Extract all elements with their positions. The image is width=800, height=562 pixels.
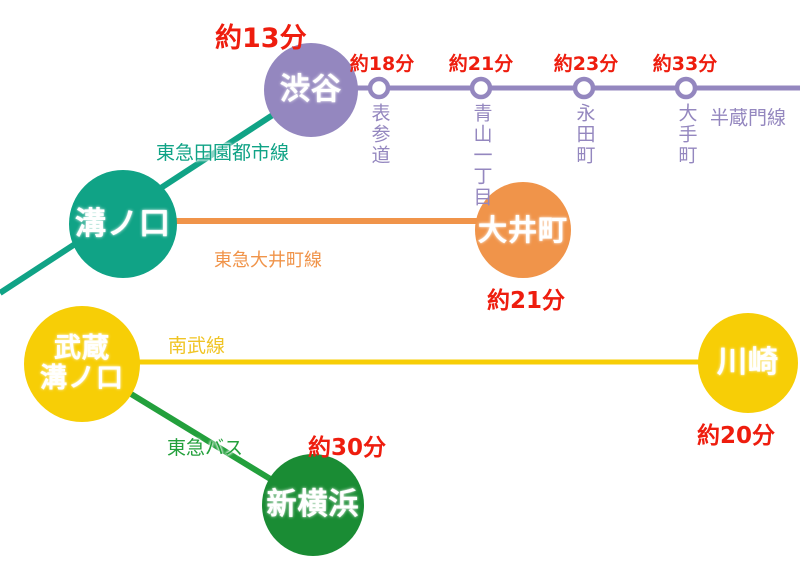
line-label-hanzomon: 半蔵門線 — [710, 107, 787, 129]
time-omotesando: 約18分 — [349, 53, 415, 75]
stop-name-nagatacho: 永田町 — [573, 103, 596, 166]
station-label-shin-yokohama: 新横浜 — [266, 487, 360, 523]
time-shibuya: 約13分 — [215, 23, 307, 54]
stop-name-aoyama-itchome: 青山一丁目 — [470, 103, 493, 208]
time-kawasaki: 約20分 — [697, 423, 776, 449]
line-label-denentoshi: 東急田園都市線 — [156, 142, 290, 164]
station-label-musashi-line1: 武蔵 — [54, 332, 110, 364]
station-node-musashi-mizonokuchi: 武蔵 溝ノ口 — [24, 306, 140, 422]
station-node-kawasaki: 川崎 — [698, 313, 798, 413]
time-aoyama-itchome: 約21分 — [448, 53, 514, 75]
time-oimachi: 約21分 — [487, 288, 566, 314]
station-label-shibuya: 渋谷 — [280, 72, 342, 108]
stop-dot-otemachi — [674, 76, 698, 100]
time-otemachi: 約33分 — [652, 53, 718, 75]
station-label-oimachi: 大井町 — [477, 212, 568, 247]
line-label-nambu: 南武線 — [168, 335, 226, 357]
station-label-mizonokuchi: 溝ノ口 — [75, 205, 171, 242]
station-node-shibuya: 渋谷 — [264, 43, 358, 137]
stop-dot-omotesando — [367, 76, 391, 100]
stop-name-omotesando: 表参道 — [368, 103, 391, 166]
station-node-oimachi: 大井町 — [475, 182, 571, 278]
time-shin-yokohama: 約30分 — [308, 435, 387, 461]
line-label-oimachi: 東急大井町線 — [214, 250, 322, 271]
line-label-tokyu-bus: 東急バス — [167, 437, 244, 459]
stop-name-otemachi: 大手町 — [675, 103, 698, 166]
stop-dot-aoyama-itchome — [469, 76, 493, 100]
station-node-shin-yokohama: 新横浜 — [262, 454, 364, 556]
station-label-musashi-line2: 溝ノ口 — [40, 363, 124, 394]
station-node-mizonokuchi: 溝ノ口 — [69, 170, 177, 278]
stop-dot-nagatacho — [572, 76, 596, 100]
time-nagatacho: 約23分 — [553, 53, 619, 75]
station-label-kawasaki: 川崎 — [717, 345, 779, 381]
